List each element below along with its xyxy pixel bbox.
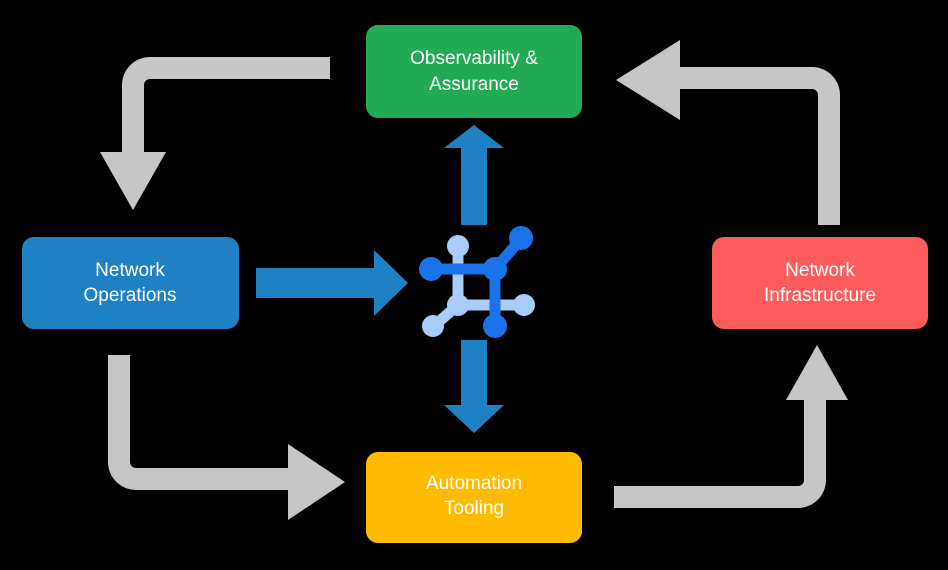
node-automation-tooling-box[interactable] [366, 452, 582, 543]
arrow-observability-to-operations [100, 57, 330, 210]
node-network-infrastructure-box[interactable] [712, 237, 928, 329]
arrow-operations-to-center [256, 250, 408, 316]
node-network-operations[interactable]: Network Operations [22, 237, 239, 329]
node-observability-assurance[interactable]: Observability & Assurance [366, 25, 582, 118]
node-network-infrastructure[interactable]: Network Infrastructure [712, 237, 928, 329]
arrow-infrastructure-to-observability [616, 40, 840, 225]
arrow-center-to-automation [444, 340, 504, 433]
arrow-automation-to-infrastructure [614, 345, 848, 508]
node-network-operations-box[interactable] [22, 237, 239, 329]
arrow-operations-to-automation [108, 355, 345, 520]
network-topology-icon [419, 226, 535, 338]
node-observability-assurance-box[interactable] [366, 25, 582, 118]
node-automation-tooling[interactable]: Automation Tooling [366, 452, 582, 543]
arrow-center-to-observability [444, 125, 504, 225]
